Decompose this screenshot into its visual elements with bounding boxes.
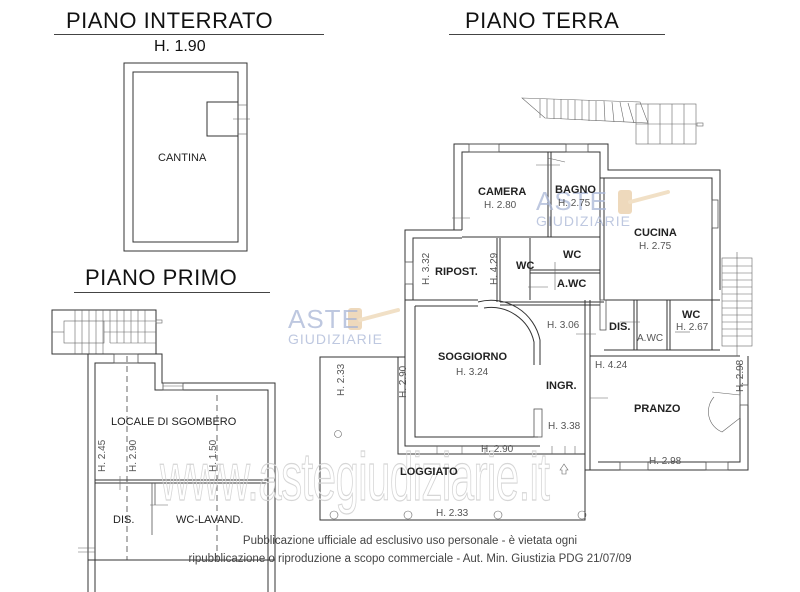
room-ingresso: INGR. xyxy=(546,380,577,392)
room-cantina: CANTINA xyxy=(158,152,207,164)
sgombero-height-1: H. 2.45 xyxy=(97,439,108,472)
soggiorno-height-side: H. 2.90 xyxy=(398,365,409,398)
ingresso-height-bottom: H. 3.38 xyxy=(548,421,581,432)
loggiato-height-bottom: H. 2.33 xyxy=(436,508,469,519)
primo-walls xyxy=(51,309,276,592)
wc-3-height: H. 2.67 xyxy=(676,322,709,333)
room-wc-2: WC xyxy=(563,249,582,261)
publication-notice: Pubblicazione ufficiale ad esclusivo uso… xyxy=(10,532,800,568)
title-piano-primo: PIANO PRIMO xyxy=(85,265,238,290)
logo-line2: GIUDIZIARIE xyxy=(288,331,384,347)
room-antiwc-1: A.WC xyxy=(557,278,587,290)
ingresso-height-top: H. 3.06 xyxy=(547,320,580,331)
loggiato-height-side: H. 2.33 xyxy=(336,363,347,396)
room-bagno: BAGNO xyxy=(555,184,596,196)
interrato-height: H. 1.90 xyxy=(154,38,206,55)
aste-logo-watermark: ASTE GIUDIZIARIE xyxy=(288,306,383,346)
cantina-walls xyxy=(123,62,250,252)
room-antiwc-2: A.WC xyxy=(637,333,664,344)
logo-line1: ASTE xyxy=(536,186,608,216)
camera-height: H. 2.80 xyxy=(484,200,517,211)
room-soggiorno: SOGGIORNO xyxy=(438,351,508,363)
room-pranzo: PRANZO xyxy=(634,403,681,415)
gavel-watermark-icon xyxy=(348,190,670,330)
loggiato-height-top: H. 2.90 xyxy=(481,444,514,455)
room-locale-sgombero: LOCALE DI SGOMBERO xyxy=(111,416,237,428)
bagno-height: H. 2.75 xyxy=(558,198,591,209)
room-disimpegno: DIS. xyxy=(609,321,631,333)
notice-line-1: Pubblicazione ufficiale ad esclusivo uso… xyxy=(242,535,578,547)
logo-line1: ASTE xyxy=(288,304,360,334)
logo-line2: GIUDIZIARIE xyxy=(536,213,632,229)
room-wc-1: WC xyxy=(516,260,535,272)
room-wc-lavanderia: WC-LAVAND. xyxy=(176,514,244,526)
room-cucina: CUCINA xyxy=(634,227,677,239)
pranzo-height-top: H. 4.24 xyxy=(595,360,628,371)
url-watermark: www.astegiudiziarie.it xyxy=(160,438,551,515)
cucina-height: H. 2.75 xyxy=(639,241,672,252)
ripostiglio-height-left: H. 3.32 xyxy=(421,252,432,285)
pranzo-height-side: H. 2.98 xyxy=(735,359,746,392)
title-underline xyxy=(74,292,270,293)
title-underline xyxy=(449,34,665,35)
title-underline xyxy=(54,34,324,35)
room-camera: CAMERA xyxy=(478,186,527,198)
terra-walls xyxy=(319,97,753,521)
aste-logo-watermark: ASTE GIUDIZIARIE xyxy=(536,188,631,228)
sgombero-height-3: H. 1.50 xyxy=(208,439,219,472)
room-loggiato: LOGGIATO xyxy=(400,466,458,478)
soggiorno-height: H. 3.24 xyxy=(456,367,489,378)
sgombero-height-2: H. 2.90 xyxy=(128,439,139,472)
ripostiglio-height-right: H. 4.29 xyxy=(489,252,500,285)
title-piano-terra: PIANO TERRA xyxy=(465,8,620,33)
room-disimpegno-primo: DIS. xyxy=(113,514,135,526)
pranzo-height-bottom: H. 2.98 xyxy=(649,456,682,467)
room-wc-3: WC xyxy=(682,309,701,321)
title-piano-interrato: PIANO INTERRATO xyxy=(66,8,274,33)
notice-line-2: ripubblicazione o riproduzione a scopo c… xyxy=(188,553,632,565)
room-ripostiglio: RIPOST. xyxy=(435,266,478,278)
